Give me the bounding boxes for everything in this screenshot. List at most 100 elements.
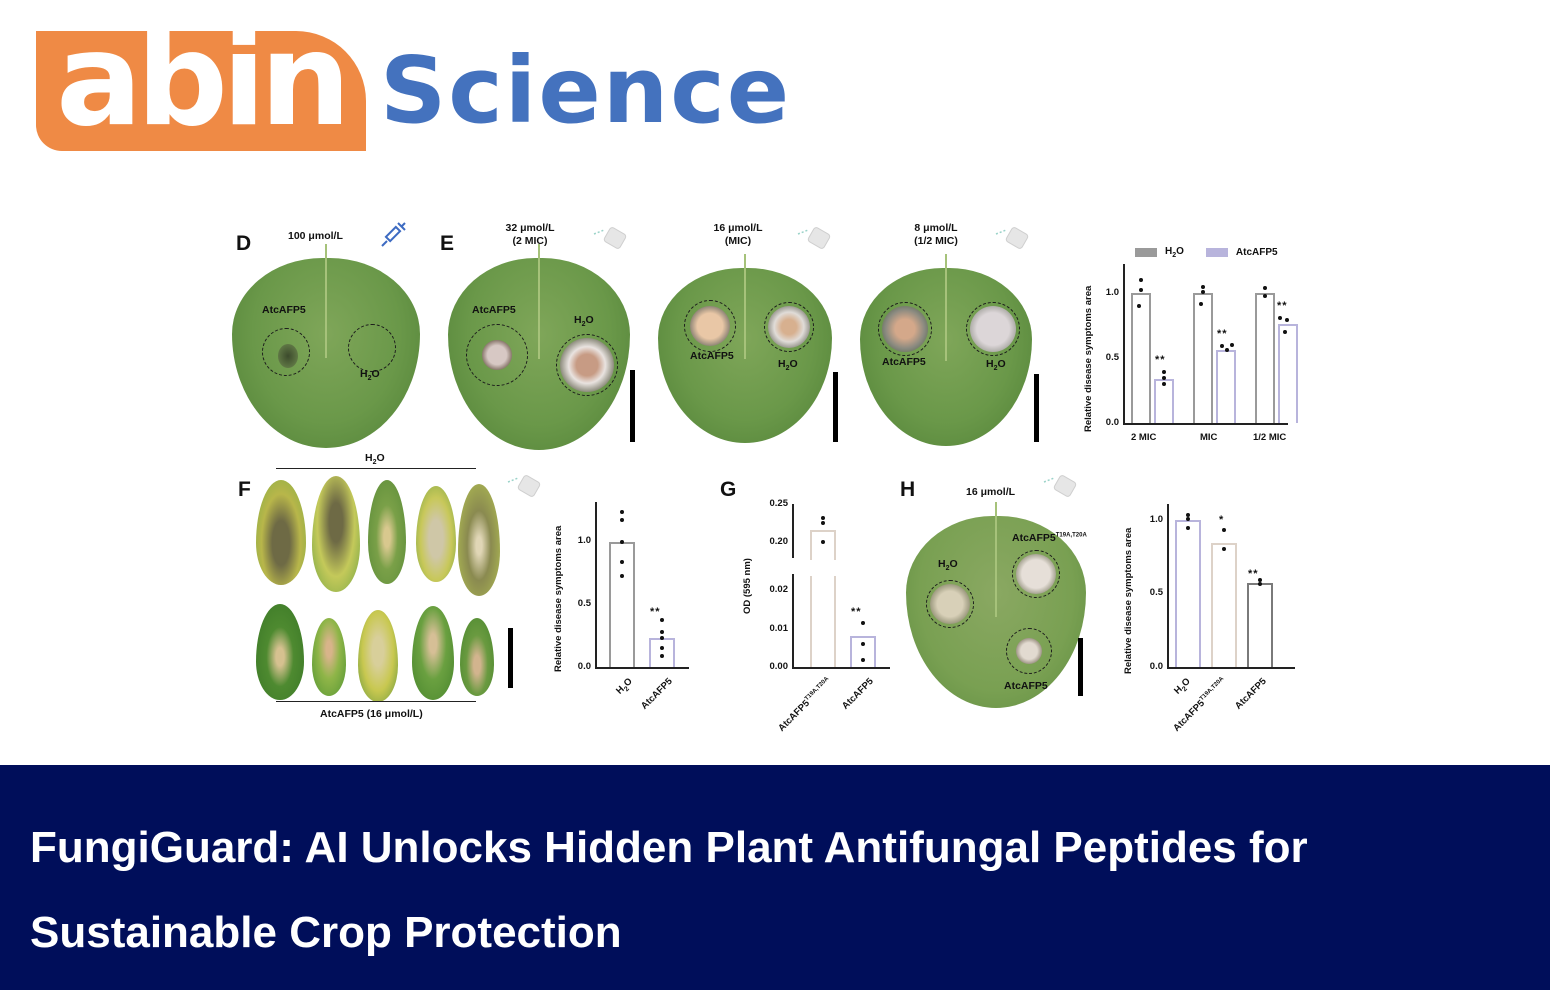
research-figure: D 100 μmol/L AtcAFP5 H2O E 32 μmol/L(2 M…	[220, 210, 1310, 765]
y-axis	[1167, 504, 1169, 668]
panel-h-letter: H	[900, 478, 916, 501]
spray-bottle-icon	[995, 227, 1029, 249]
panel-e-letter: E	[440, 232, 455, 255]
leaf-f-atcafp5-4	[412, 606, 454, 700]
panel-h-mutant-label: AtcAFP5T19A,T20A	[1012, 532, 1087, 544]
y-tick: 1.0	[1105, 287, 1119, 298]
logo-badge: abin	[36, 17, 366, 151]
y-tick: 0.5	[577, 598, 591, 609]
x-category: 2 MIC	[1131, 432, 1157, 443]
panel-h-treatment-label: AtcAFP5	[1004, 680, 1048, 692]
y-tick: 0.0	[577, 661, 591, 672]
x-category-h2o: H2O	[614, 676, 635, 697]
chart-g-od595: OD (595 nm) 0.25 0.20 0.02 0.01 0.00 ** …	[720, 490, 900, 770]
leaf-e-2mic	[448, 244, 630, 450]
chart-e-disease-area: H2O AtcAFP5 Relative disease symptoms ar…	[1075, 240, 1305, 450]
chart-f-ylabel: Relative disease symptoms area	[553, 525, 564, 672]
y-axis-lower	[792, 574, 794, 668]
data-point	[1162, 376, 1166, 380]
control-circle	[764, 302, 814, 352]
lesion	[1016, 638, 1042, 664]
x-category: MIC	[1200, 432, 1218, 443]
chart-h-disease-area: Relative disease symptoms area 0.0 0.5 1…	[1115, 490, 1310, 760]
data-point	[1201, 285, 1205, 289]
logo-badge-text: abin	[56, 6, 351, 155]
data-point	[1263, 286, 1267, 290]
bar-atcafp5	[1247, 583, 1273, 667]
y-tick: 0.5	[1149, 587, 1163, 598]
data-point	[660, 618, 664, 622]
spray-bottle-icon	[507, 475, 541, 497]
leaf-f-atcafp5-5	[460, 618, 494, 696]
chart-e-legend: H2O AtcAFP5	[1135, 246, 1278, 259]
data-point	[1285, 318, 1289, 322]
y-tick: 0.00	[769, 661, 789, 672]
y-tick: 1.0	[577, 535, 591, 546]
data-point	[1258, 582, 1262, 586]
bar-h2o	[1175, 520, 1201, 667]
mutant-circle	[1012, 550, 1060, 598]
leaf-e-half-mic	[860, 254, 1032, 446]
data-point	[660, 654, 664, 658]
spray-bottle-icon	[1043, 475, 1077, 497]
leaf-f-h2o-1	[256, 480, 306, 585]
scale-bar	[1034, 374, 1039, 442]
scale-bar	[508, 628, 513, 688]
panel-e-leaf1-concentration: 32 μmol/L(2 MIC)	[505, 222, 555, 248]
panel-h-control-label: H2O	[938, 558, 958, 573]
group-line-bottom	[276, 701, 476, 702]
data-point	[620, 574, 624, 578]
treatment-circle	[1006, 628, 1052, 674]
spray-bottle-icon	[797, 227, 831, 249]
logo-wordmark: Science	[380, 37, 792, 144]
y-tick: 0.02	[769, 584, 789, 595]
leaf-f-h2o-4	[416, 486, 456, 582]
panel-f-top-label: H2O	[365, 452, 385, 467]
data-point	[1137, 304, 1141, 308]
data-point	[1278, 316, 1282, 320]
leaf-f-h2o-2	[312, 476, 360, 592]
legend-swatch-h2o	[1135, 248, 1157, 257]
y-tick: 1.0	[1149, 514, 1163, 525]
lesion	[970, 306, 1016, 352]
data-point	[1162, 370, 1166, 374]
data-point	[821, 516, 825, 520]
axis-break-gap	[806, 560, 840, 576]
bar-atcafp5	[649, 638, 675, 667]
significance-stars: **	[1277, 300, 1288, 312]
panel-d-treatment-label: AtcAFP5	[262, 304, 306, 316]
group-line-top	[276, 468, 476, 469]
significance-stars: **	[650, 606, 661, 618]
y-tick: 0.20	[769, 536, 789, 547]
data-point	[821, 540, 825, 544]
data-point	[660, 646, 664, 650]
leaf-midrib	[744, 254, 746, 359]
x-category: 1/2 MIC	[1253, 432, 1287, 443]
data-point	[660, 636, 664, 640]
bar-h2o-2mic	[1131, 293, 1151, 423]
leaf-e-mic	[658, 254, 832, 443]
panel-d-letter: D	[236, 232, 252, 255]
data-point	[620, 518, 624, 522]
leaf-d	[232, 244, 420, 448]
treatment-circle	[262, 328, 310, 376]
bar-h2o-mic	[1193, 293, 1213, 423]
x-axis	[1167, 667, 1295, 669]
legend-swatch-atcafp5	[1205, 248, 1228, 257]
leaf-h	[906, 502, 1086, 708]
panel-f-letter: F	[238, 478, 251, 501]
data-point	[1222, 528, 1226, 532]
chart-h-ylabel: Relative disease symptoms area	[1123, 527, 1134, 674]
y-axis	[595, 502, 597, 668]
scale-bar	[1078, 638, 1083, 696]
y-tick: 0.0	[1105, 417, 1119, 428]
leaf-f-atcafp5-2	[312, 618, 346, 696]
treatment-circle	[878, 302, 932, 356]
data-point	[1186, 526, 1190, 530]
leaf-midrib	[325, 244, 327, 358]
chart-f-disease-area: Relative disease symptoms area 0.0 0.5 1…	[545, 490, 715, 750]
data-point	[821, 521, 825, 525]
y-tick: 0.25	[769, 498, 789, 509]
leaf-f-atcafp5-3	[358, 610, 398, 702]
data-point	[1139, 278, 1143, 282]
